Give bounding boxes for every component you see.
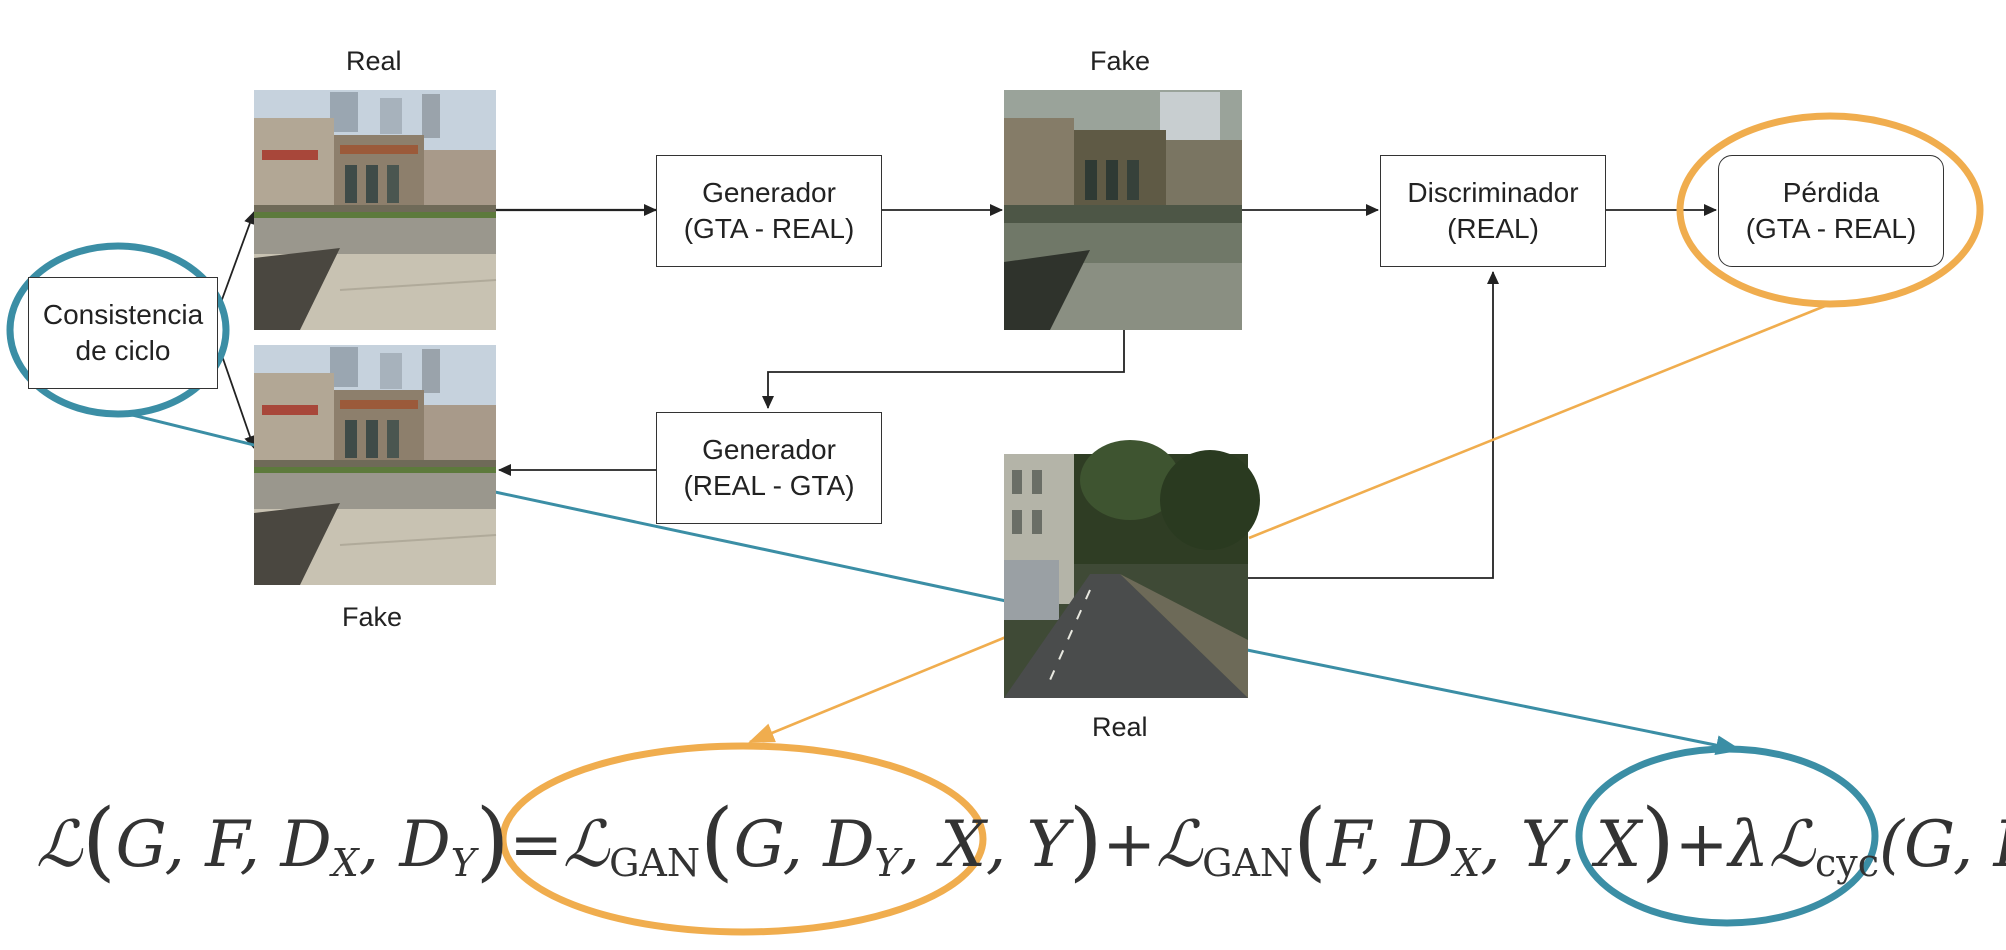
formula-paren: ( [700, 791, 734, 891]
formula-lhs-symbol: ℒ [36, 808, 83, 882]
label-real-bottom: Real [1092, 712, 1148, 742]
formula-gan2-sub-x: X [1453, 841, 1481, 885]
formula-cyc-symbol: ℒ [1768, 808, 1815, 882]
loss-line2: (GTA - REAL) [1745, 213, 1917, 244]
cycle-box-line1: Consistencia [42, 298, 204, 330]
real-cityscapes-image [1004, 440, 1260, 698]
orange-line-loss-to-real [1248, 302, 1831, 540]
loss-line1: Pérdida [1782, 176, 1880, 208]
formula-paren: ( [1293, 791, 1327, 891]
label-real-top: Real [346, 46, 402, 76]
teal-line-cycle [119, 410, 259, 448]
arrow-fake-to-generator2 [762, 330, 1125, 409]
orange-ellipse-loss-box [1676, 112, 1984, 308]
cyclegan-loss-formula: ℒ ( G, F, D X , D Y ) = ℒ GAN ( G, D Y ,… [36, 790, 2006, 900]
orange-ellipse-gan-term [499, 742, 987, 936]
generator1-line2: (GTA - REAL) [683, 213, 855, 244]
label-fake-top: Fake [1090, 46, 1151, 76]
teal-ellipse-cycle-box [6, 242, 230, 418]
formula-gan2-args-b: , Y, X [1480, 808, 1642, 882]
discriminator-line2: (REAL) [1447, 213, 1539, 244]
fake-gta-image-bottom [254, 345, 497, 585]
discriminator-box: Discriminador (REAL) [1380, 155, 1606, 267]
teal-arrow-real-to-cyc [1246, 648, 1742, 756]
formula-gan1-sub: GAN [609, 841, 701, 885]
formula-paren: ( [82, 791, 116, 891]
generator1-line1: Generador [702, 176, 836, 208]
formula-cyc-sub: cyc [1815, 841, 1880, 885]
generator2-line2: (REAL - GTA) [683, 470, 855, 501]
formula-paren: ) [1068, 791, 1103, 891]
formula-gan2-symbol: ℒ [1156, 808, 1203, 882]
label-fake-bottom: Fake [342, 602, 403, 632]
formula-plus-1: + [1102, 808, 1156, 882]
formula-gan2-args-a: F, D [1326, 808, 1454, 882]
generator2-line1: Generador [702, 433, 836, 465]
formula-equals: = [509, 808, 563, 882]
loss-box: Pérdida (GTA - REAL) [1718, 155, 1944, 267]
formula-gan1-symbol: ℒ [562, 808, 610, 882]
generator-real-gta-box: Generador (REAL - GTA) [656, 412, 882, 524]
formula-plus-2: + [1674, 808, 1729, 882]
formula-gan1-args-b: , X, Y [899, 808, 1069, 882]
formula-paren: ) [1641, 791, 1675, 891]
formula-lhs-sub-y: Y [450, 841, 476, 885]
arrow-real-to-discriminator [1247, 271, 1499, 579]
real-gta-image-top [254, 90, 497, 330]
formula-gan2-sub: GAN [1202, 841, 1294, 885]
generator-gta-real-box: Generador (GTA - REAL) [656, 155, 882, 267]
formula-paren: ) [475, 791, 510, 891]
formula-gan1-sub-y: Y [874, 841, 900, 885]
formula-lambda: λ [1728, 808, 1769, 882]
arrow-cycle-to-fake-bottom [219, 349, 256, 449]
formula-lhs-args: G, F, D [115, 808, 332, 882]
cycle-consistency-box: Consistencia de ciclo [28, 277, 218, 389]
fake-real-style-image [1004, 90, 1242, 330]
discriminator-line1: Discriminador [1407, 176, 1579, 208]
teal-line-fake-to-real [494, 490, 1007, 603]
orange-arrow-real-to-gan [748, 635, 1007, 744]
formula-cyc-args: (G, F) [1879, 808, 2006, 882]
teal-ellipse-cyc-term [1575, 745, 1879, 927]
formula-lhs-sep: , D [358, 808, 451, 882]
formula-lhs-sub-x: X [331, 841, 359, 885]
arrow-cycle-to-real-top [219, 211, 256, 306]
formula-gan1-args-a: G, D [733, 808, 875, 882]
cycle-box-line2: de ciclo [75, 335, 171, 366]
